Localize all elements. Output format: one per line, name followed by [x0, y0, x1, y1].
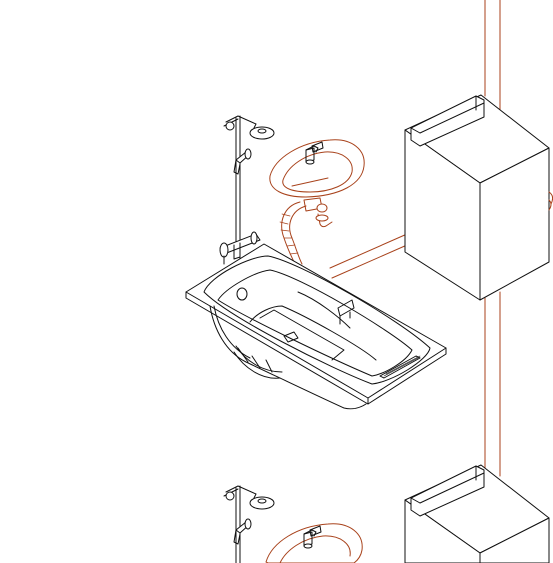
washbasin-lower — [265, 523, 363, 563]
bathtub — [185, 243, 447, 410]
washing-machine-lower — [404, 464, 550, 563]
horizontal-supply-pipe — [329, 233, 408, 279]
shower-system-upper — [219, 115, 275, 265]
washing-machine-upper — [404, 94, 553, 301]
vertical-riser-pipes — [484, 0, 501, 477]
washbasin-upper — [269, 139, 365, 267]
shower-system-lower — [223, 485, 275, 563]
